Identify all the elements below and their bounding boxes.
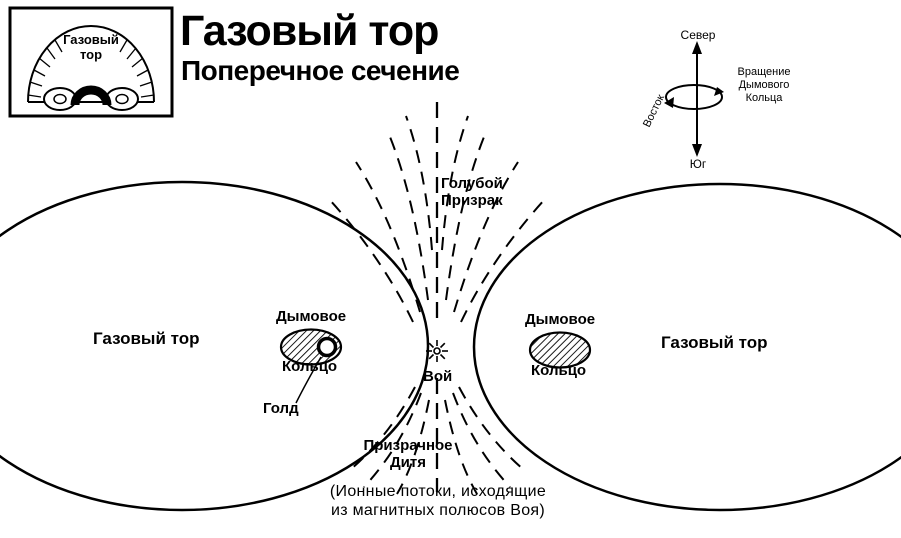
inset-smoke-ring-arc [70, 85, 112, 106]
smoke-ring-right-ellipse [528, 331, 592, 369]
gas-torus-right-ellipse [472, 182, 901, 512]
gold-circle [316, 336, 338, 358]
south-arrowhead-icon [692, 144, 702, 157]
smoke-ring-rotation-label: Вращение Дымового Кольца [720, 66, 808, 105]
caption-line2: из магнитных полюсов Воя) [331, 502, 545, 519]
rotation-label-line1: Вращение [737, 66, 791, 78]
ghost-child-label: Призрачное Дитя [352, 437, 464, 471]
gold-label: Голд [263, 400, 299, 417]
page-title: Газовый тор [180, 7, 439, 55]
inset-tube-hole-right [115, 93, 129, 105]
blue-ghost-line1: Голубой [441, 175, 503, 192]
rotation-label-line2: Дымового [738, 79, 790, 91]
compass-south-label: Юг [689, 157, 707, 171]
inset-label: Газовый тор [49, 32, 133, 62]
ion-flow-dashes [327, 102, 547, 495]
voy-star-icon [426, 340, 448, 362]
ion-flow-caption: (Ионные потоки, исходящие из магнитных п… [322, 482, 554, 520]
inset-label-line1: Газовый [63, 32, 119, 47]
inset-dome-outline [27, 25, 155, 103]
inset-label-line2: тор [79, 46, 103, 62]
smoke-ring-left-label-bottom: Кольцо [282, 358, 338, 375]
inset-tube-hole-left [53, 93, 67, 105]
smoke-ring-right-label-bottom: Кольцо [531, 362, 587, 379]
ghost-child-line1: Призрачное [363, 437, 453, 454]
rotation-arrowhead-left-icon [664, 97, 674, 108]
voy-label: Вой [423, 368, 453, 385]
smoke-ring-left-label-top: Дымовое [276, 308, 347, 325]
rotation-arrowhead-right-icon [714, 87, 724, 96]
gas-torus-right-label: Газовый тор [661, 333, 768, 352]
ghost-child-line2: Дитя [389, 454, 426, 471]
page-subtitle: Поперечное сечение [181, 55, 460, 86]
blue-ghost-line2: Призрак [441, 192, 503, 209]
rotation-label-line3: Кольца [745, 92, 783, 104]
rotation-ellipse [665, 84, 723, 110]
compass-rose [664, 41, 724, 157]
gas-torus-left-label: Газовый тор [93, 329, 200, 348]
caption-line1: (Ионные потоки, исходящие [329, 483, 547, 500]
compass-north-label: Север [680, 28, 716, 42]
inset-diagram [8, 6, 174, 118]
gas-torus-left-ellipse [0, 180, 430, 512]
smoke-ring-right-label-top: Дымовое [525, 311, 596, 328]
gold-leader-line [295, 356, 322, 404]
north-arrowhead-icon [692, 41, 702, 54]
inset-dome-hatching [27, 39, 155, 98]
blue-ghost-label: Голубой Призрак [441, 175, 503, 209]
